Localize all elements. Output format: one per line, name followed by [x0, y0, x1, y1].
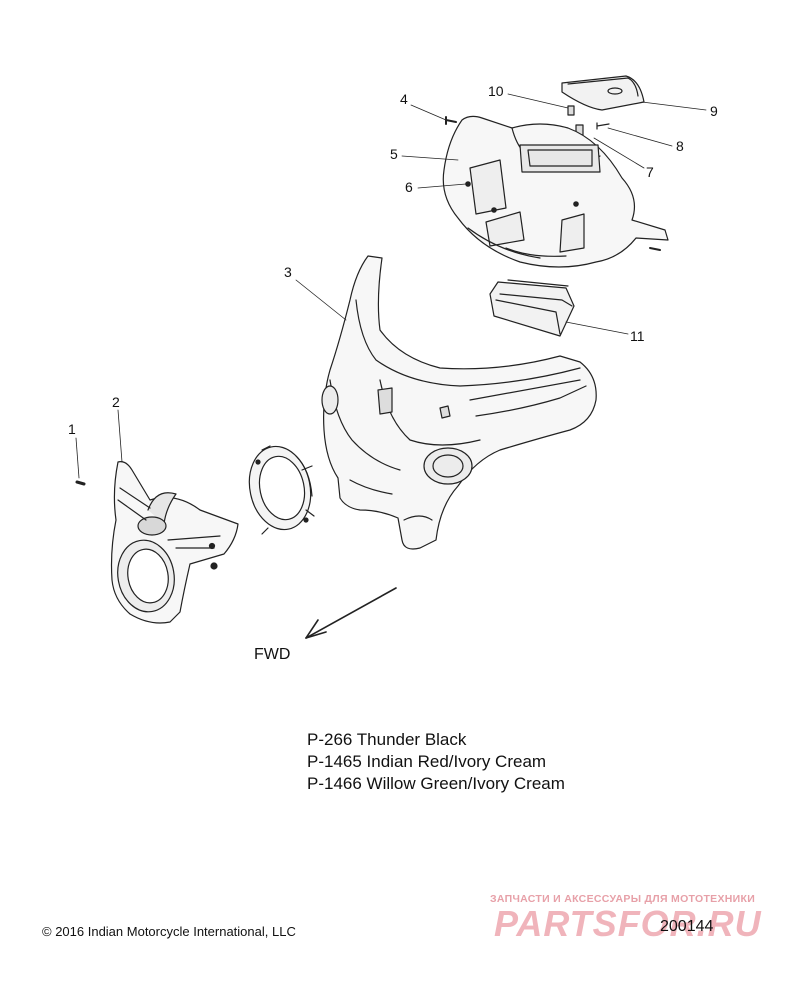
part-10-clip [567, 105, 575, 116]
callout-11: 11 [630, 328, 645, 344]
callout-labels: 1 2 3 4 5 6 7 8 9 10 11 FWD [68, 83, 718, 663]
callout-6: 6 [405, 179, 413, 195]
headlight-ring-bracket [248, 445, 315, 535]
forward-arrow [305, 587, 397, 639]
callout-5: 5 [390, 146, 398, 162]
copyright-notice: © 2016 Indian Motorcycle International, … [42, 924, 296, 939]
callout-4: 4 [400, 91, 408, 107]
part-8-screw [596, 122, 610, 130]
part-9-lid [561, 75, 645, 111]
watermark-logo: PARTSFOR.RU [494, 903, 762, 944]
leader-lines [75, 93, 707, 479]
paint-code-item: P-266 Thunder Black [307, 730, 467, 749]
callout-10: 10 [488, 83, 504, 99]
part-5-inner-fairing [442, 115, 669, 268]
callout-7: 7 [646, 164, 654, 180]
paint-code-list: P-266 Thunder Black P-1465 Indian Red/Iv… [307, 729, 565, 795]
fwd-label: FWD [254, 646, 290, 663]
paint-code-item: P-1465 Indian Red/Ivory Cream [307, 752, 547, 771]
paint-code-item: P-1466 Willow Green/Ivory Cream [307, 774, 565, 793]
part-4-screw [445, 116, 457, 125]
callout-1: 1 [68, 421, 76, 437]
part-11-pocket [489, 279, 575, 337]
callout-3: 3 [284, 264, 292, 280]
watermark-tagline: ЗАПЧАСТИ И АКСЕССУАРЫ ДЛЯ МОТОТЕХНИКИ [490, 893, 756, 905]
part-2-front-cover [110, 461, 239, 624]
drawing-number: 200144 [660, 918, 714, 935]
part-3-outer-fairing [321, 255, 597, 550]
part-1-screw [75, 480, 86, 486]
callout-2: 2 [112, 394, 120, 410]
callout-9: 9 [710, 103, 718, 119]
callout-8: 8 [676, 138, 684, 154]
